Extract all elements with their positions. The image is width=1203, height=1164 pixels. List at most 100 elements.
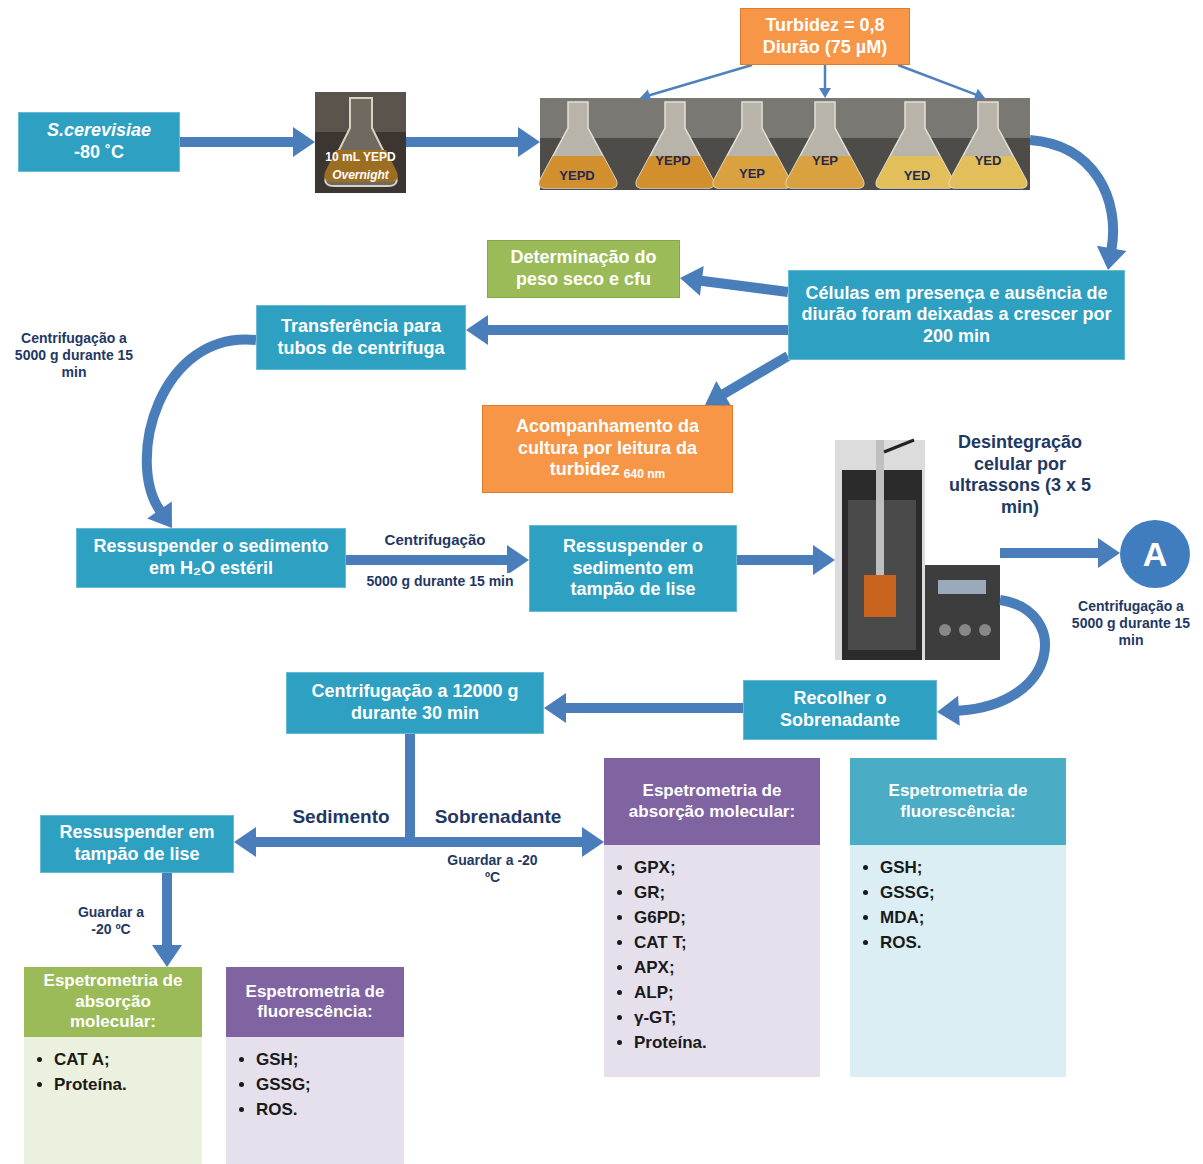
process-box: Determinação do peso seco e cfu	[487, 240, 680, 298]
process-box: Transferência para tubos de centrifuga	[256, 305, 466, 370]
photo-label: YEP	[795, 153, 855, 169]
flasks-photo: YEPDYEPDYEPYEPYEDYED	[540, 98, 1030, 190]
arrow-head	[293, 127, 315, 157]
arrow-line	[1000, 548, 1099, 558]
arrow-line	[649, 65, 752, 96]
arrow-head	[705, 381, 732, 407]
list-item: G6PD;	[634, 905, 820, 930]
result-panel: Espetrometria de fluorescência: GSH;GSSG;…	[850, 758, 1066, 1077]
list-item: Proteína.	[54, 1072, 202, 1097]
panel-header: Espetrometria de fluorescência:	[226, 967, 404, 1037]
panel-body: GSH;GSSG;ROS.	[226, 1037, 404, 1164]
flow-arrow	[406, 127, 540, 157]
box-text: -80 ˚C	[27, 142, 171, 164]
flow-arrow	[640, 65, 752, 101]
box-text: Células em presença e ausência de diurão…	[797, 283, 1116, 348]
flow-arrow	[1000, 538, 1120, 568]
text-holder: YEPD	[643, 153, 703, 169]
overnight-flask-photo	[315, 92, 406, 193]
process-box: Ressuspender em tampão de lise	[40, 815, 234, 873]
edge-label: Centrifugação a 5000 g durante 15 min	[4, 330, 144, 380]
item-list: GSH;GSSG;ROS.	[226, 1037, 404, 1122]
photo-label: YED	[958, 153, 1018, 169]
text-wrap: Determinação do peso seco e cfu	[496, 247, 671, 290]
process-box: Células em presença e ausência de diurão…	[788, 270, 1125, 360]
text-holder: YEPD	[547, 168, 607, 184]
text-wrap: Ressuspender o sedimento em tampão de li…	[538, 536, 728, 601]
condition-box: Turbidez = 0,8 Diurão (75 µM)	[740, 8, 910, 65]
box-text: S.cerevisiae	[27, 120, 171, 142]
arrow-head	[813, 545, 835, 575]
arrow-line	[487, 325, 788, 335]
result-panel: Espetrometria de absorção molecular:CAT …	[24, 967, 202, 1164]
box-text: Determinação do peso seco e cfu	[496, 247, 671, 290]
arrow-head	[680, 266, 704, 296]
panel-body: GPX;GR;G6PD;CAT T;APX;ALP;γ-GT;Proteína.	[604, 845, 820, 1077]
label-holder: Sobrenadante	[428, 806, 568, 829]
process-box: Acompanhamento da cultura por leitura da…	[482, 405, 733, 493]
arrow-line	[346, 555, 508, 565]
arrow-head	[937, 696, 960, 726]
list-item: CAT A;	[54, 1047, 202, 1072]
panel-title: Espetrometria de fluorescência:	[858, 781, 1058, 822]
result-panel: Espetrometria de fluorescência: GSH;GSSG;…	[226, 967, 404, 1164]
arrow-head	[974, 89, 986, 100]
box-text: A	[1120, 534, 1190, 575]
edge-label: Centrifugação	[385, 531, 486, 549]
process-box: Ressuspender o sedimento em tampão de li…	[529, 525, 737, 612]
flow-arrow	[544, 693, 743, 723]
box-text: Ressuspender o sedimento em tampão de li…	[538, 536, 728, 601]
panel-title: Espetrometria de absorção molecular:	[32, 971, 194, 1032]
arrow-head	[544, 693, 566, 723]
arrow-head	[1097, 246, 1127, 270]
list-item: APX;	[634, 955, 820, 980]
note-label: Guardar a -20 ºC	[445, 852, 540, 886]
box-text: Recolher o Sobrenadante	[752, 688, 928, 731]
arrow-line	[898, 65, 977, 95]
arrow-head	[507, 545, 529, 575]
step-marker: A	[1120, 520, 1190, 588]
text-wrap: Recolher o Sobrenadante	[752, 688, 928, 731]
arrow-line	[147, 339, 256, 510]
text-holder: YED	[958, 153, 1018, 169]
label-holder: Guardar a -20 ºC	[66, 904, 156, 938]
flow-arrow	[1030, 140, 1127, 270]
panel-body: CAT A;Proteína.	[24, 1037, 202, 1164]
item-list: GSH;GSSG;MDA;ROS.	[850, 845, 1066, 955]
arrow-line	[162, 873, 172, 946]
arrow-head	[234, 827, 256, 857]
arrow-line	[410, 734, 583, 842]
arrow-head	[147, 501, 172, 528]
text-holder: Overnight	[315, 168, 406, 182]
list-item: ALP;	[634, 980, 820, 1005]
arrow-head	[466, 315, 488, 345]
panel-title: Espetrometria de absorção molecular:	[612, 781, 812, 822]
photo-label: Desintegração celular por ultrassons (3 …	[945, 432, 1095, 518]
arrow-head	[819, 88, 831, 98]
box-text: Centrifugação a 12000 g durante 30 min	[295, 681, 535, 724]
flow-arrow	[937, 600, 1045, 726]
list-item: GSH;	[256, 1047, 404, 1072]
list-item: GSSG;	[880, 880, 1066, 905]
panel-title: Espetrometria de fluorescência:	[234, 982, 396, 1023]
edge-label: Sobrenadante	[435, 806, 562, 829]
photo-label: 10 mL YEPD	[315, 150, 406, 164]
arrow-line	[723, 356, 788, 394]
label-holder: 5000 g durante 15 min	[350, 572, 530, 590]
arrow-line	[824, 65, 827, 89]
edge-label: Sedimento	[292, 806, 389, 829]
arrow-line	[406, 137, 519, 147]
box-text: Ressuspender em tampão de lise	[49, 822, 225, 865]
text-holder: YED	[887, 168, 947, 184]
arrow-line	[255, 734, 410, 842]
text-wrap: A	[1120, 534, 1190, 575]
text-wrap: S.cerevisiae-80 ˚C	[27, 120, 171, 163]
list-item: γ-GT;	[634, 1005, 820, 1030]
flow-arrow	[898, 65, 985, 100]
arrow-line	[565, 703, 743, 713]
list-item: GPX;	[634, 855, 820, 880]
text-holder: Desintegração celular por ultrassons (3 …	[945, 432, 1095, 518]
flow-arrow	[147, 339, 256, 528]
list-item: ROS.	[880, 930, 1066, 955]
panel-header: Espetrometria de absorção molecular:	[604, 758, 820, 845]
